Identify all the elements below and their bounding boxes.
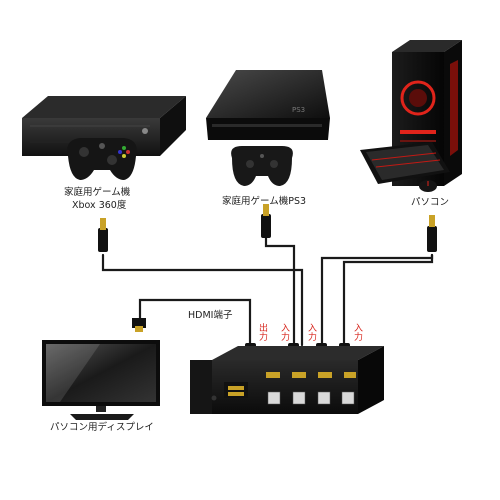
xbox-controller-icon bbox=[67, 138, 137, 180]
display-cable bbox=[138, 298, 252, 347]
output-port-label: 出力 bbox=[257, 323, 267, 341]
input-port-label-3: 入力 bbox=[352, 323, 362, 341]
pc-cable-b bbox=[342, 253, 434, 347]
input-port-label-1: 入力 bbox=[279, 323, 289, 341]
display-hdmi-plug bbox=[132, 318, 146, 332]
pc-cable-a bbox=[320, 253, 434, 347]
display-label: パソコン用ディスプレイ bbox=[50, 422, 154, 433]
ps3-console-icon: PS3 bbox=[206, 70, 330, 140]
pc-keyboard-icon bbox=[360, 142, 450, 184]
pc-label: パソコン bbox=[411, 197, 450, 208]
input-port-label-2: 入力 bbox=[306, 323, 316, 341]
pc-hdmi-plug bbox=[427, 215, 437, 252]
ps3-hdmi-plug bbox=[261, 204, 271, 238]
xbox-hdmi-plug bbox=[98, 218, 108, 252]
cables bbox=[101, 236, 434, 347]
switch-ports bbox=[266, 372, 356, 405]
svg-text:PS3: PS3 bbox=[292, 106, 305, 114]
xbox-label-line1: 家庭用ゲーム機 bbox=[64, 187, 131, 198]
ps3-controller-icon bbox=[231, 146, 293, 186]
ps3-label: 家庭用ゲーム機PS3 bbox=[222, 196, 307, 207]
top-connectors bbox=[98, 204, 437, 332]
pc-mouse-icon bbox=[419, 180, 437, 192]
ps3-cable bbox=[264, 236, 296, 347]
xbox-cable bbox=[101, 253, 304, 347]
xbox-label-line2: Xbox 360度 bbox=[72, 200, 127, 211]
hdmi-switch-icon bbox=[190, 346, 384, 414]
hdmi-cable-label: HDMI端子 bbox=[188, 310, 233, 321]
display-monitor-icon bbox=[42, 340, 160, 420]
